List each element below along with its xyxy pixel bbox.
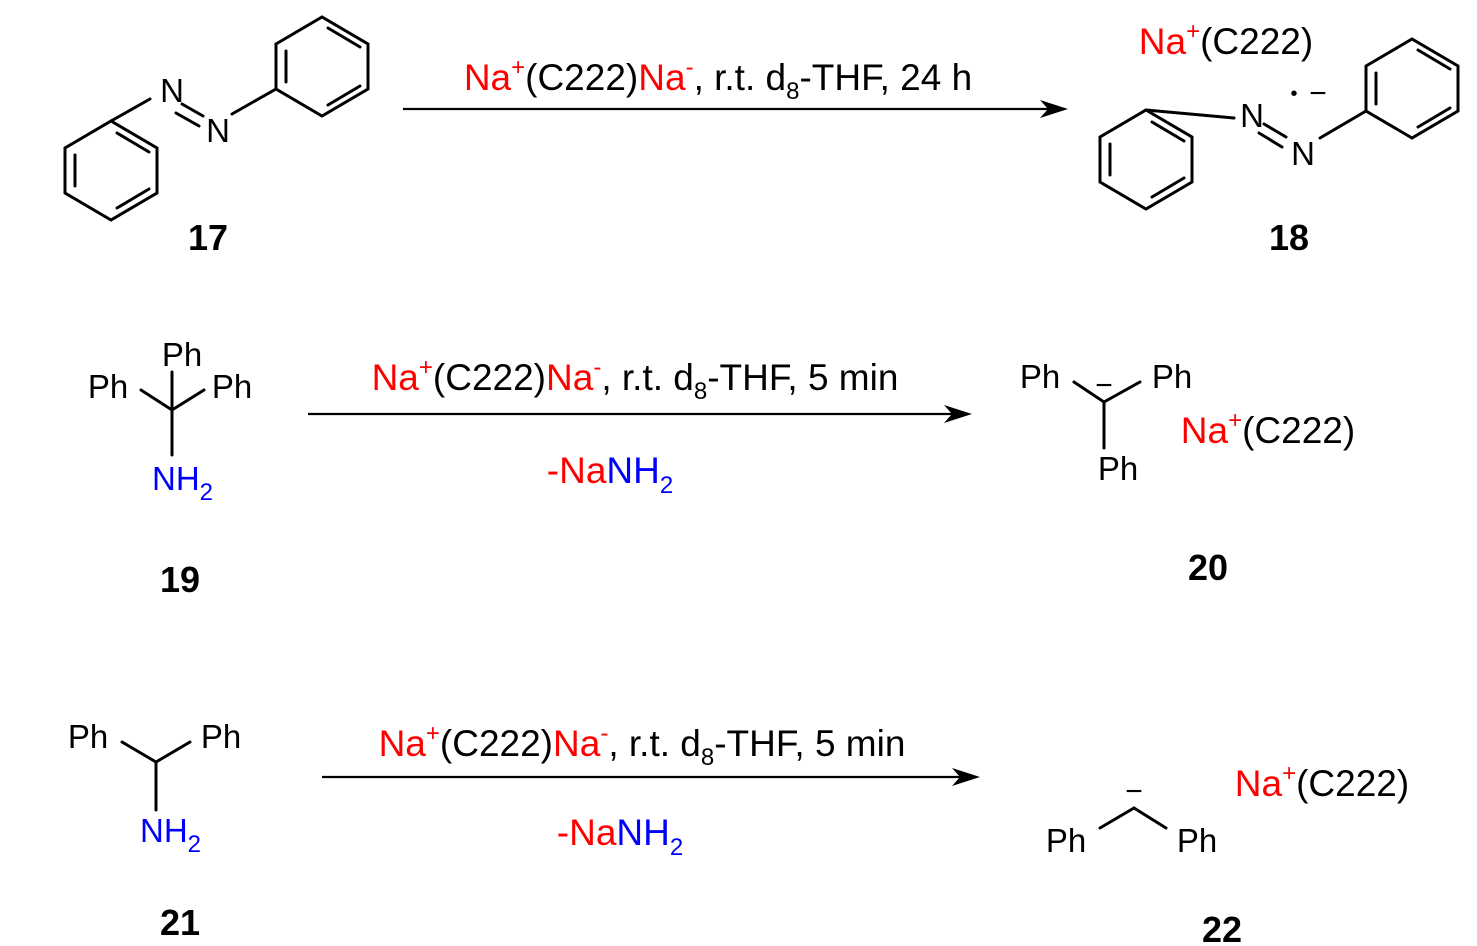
phenyl-group: Ph	[201, 718, 241, 755]
counterion-label: Na+(C222)	[1139, 18, 1313, 62]
bond-c-ph	[120, 740, 158, 764]
ring-inner-bond	[1416, 48, 1452, 71]
compound-22-benzhydryl-anion: Ph Ph − Na+(C222) 22	[1046, 760, 1409, 946]
compound-label-20: 20	[1188, 547, 1228, 588]
compound-21-benzhydrylamine: Ph Ph NH2 21	[68, 718, 241, 943]
bond-c-ph	[1102, 380, 1142, 404]
compound-label-19: 19	[160, 559, 200, 600]
reaction-arrow-1: Na+(C222)Na-, r.t. d8-THF, 24 h	[403, 54, 1068, 118]
arrow-head	[1040, 100, 1068, 118]
reaction-arrow-2: Na+(C222)Na-, r.t. d8-THF, 5 min -NaNH2	[308, 354, 972, 499]
arrow-head	[952, 768, 980, 786]
compound-label-18: 18	[1269, 217, 1309, 258]
atom-n: N	[1240, 97, 1264, 134]
bond-n-n-double	[1257, 131, 1284, 149]
bond-c-ph	[1098, 806, 1136, 830]
bond-n-n-double	[174, 111, 201, 128]
negative-charge: −	[1095, 369, 1113, 402]
phenyl-group: Ph	[162, 336, 202, 373]
negative-charge: −	[1125, 775, 1143, 808]
bond-n-n-double	[180, 102, 205, 118]
reaction-arrow-3: Na+(C222)Na-, r.t. d8-THF, 5 min -NaNH2	[322, 720, 980, 861]
compound-label-22: 22	[1202, 909, 1242, 946]
compound-label-21: 21	[160, 902, 200, 943]
phenyl-group: Ph	[1152, 358, 1192, 395]
compound-label-17: 17	[188, 217, 228, 258]
bond-n-n-double	[1262, 122, 1288, 139]
ring-inner-bond	[326, 84, 362, 107]
compound-18-radical-anion: Na+(C222) N N • − 18	[1098, 18, 1460, 258]
phenyl-group: Ph	[1098, 450, 1138, 487]
phenyl-ring-right	[274, 15, 370, 118]
amine-group: NH2	[140, 812, 201, 858]
bond-c-ph	[170, 388, 206, 412]
byproduct-label-3: -NaNH2	[557, 812, 683, 861]
ring-inner-bond	[1150, 176, 1186, 199]
counterion-label: Na+(C222)	[1235, 760, 1409, 804]
phenyl-group: Ph	[68, 718, 108, 755]
bond-c-ph	[154, 740, 192, 764]
amine-group: NH2	[152, 460, 213, 506]
arrow-head	[944, 405, 972, 423]
phenyl-group: Ph	[88, 368, 128, 405]
phenyl-ring-right	[1364, 37, 1460, 140]
atom-n: N	[160, 72, 184, 109]
reagent-label-2: Na+(C222)Na-, r.t. d8-THF, 5 min	[372, 354, 899, 405]
bond-c-ph	[139, 388, 174, 412]
bond-n-c	[230, 87, 278, 116]
bond-c-ph	[1132, 806, 1168, 830]
counterion-label: Na+(C222)	[1181, 407, 1355, 451]
atom-n: N	[1291, 135, 1315, 172]
compound-20-trityl-anion: Ph Ph Ph − Na+(C222) 20	[1020, 358, 1355, 588]
phenyl-ring-left	[1098, 108, 1194, 211]
phenyl-group: Ph	[1177, 822, 1217, 859]
radical-dot: •	[1290, 83, 1297, 105]
ring-inner-bond	[115, 187, 151, 210]
compound-17-azobenzene: N N 17	[63, 15, 370, 258]
bond-c-n	[1144, 108, 1236, 120]
ring-inner-bond	[115, 131, 151, 154]
ring-inner-bond	[326, 26, 362, 49]
negative-charge: −	[1309, 77, 1327, 110]
phenyl-group: Ph	[212, 368, 252, 405]
compound-19-triphenylmethylamine: Ph Ph Ph NH2 19	[88, 336, 252, 600]
ring-inner-bond	[1416, 106, 1452, 129]
ring-inner-bond	[1150, 120, 1186, 143]
phenyl-group: Ph	[1020, 358, 1060, 395]
phenyl-ring-left	[63, 119, 159, 222]
byproduct-label-2: -NaNH2	[547, 450, 673, 499]
reagent-label-3: Na+(C222)Na-, r.t. d8-THF, 5 min	[379, 720, 906, 771]
bond-c-ph	[1072, 380, 1106, 404]
phenyl-group: Ph	[1046, 822, 1086, 859]
reagent-label-1: Na+(C222)Na-, r.t. d8-THF, 24 h	[464, 54, 972, 105]
bond-n-c	[1318, 109, 1368, 140]
atom-n: N	[206, 112, 230, 149]
bond-c-n	[109, 97, 152, 123]
